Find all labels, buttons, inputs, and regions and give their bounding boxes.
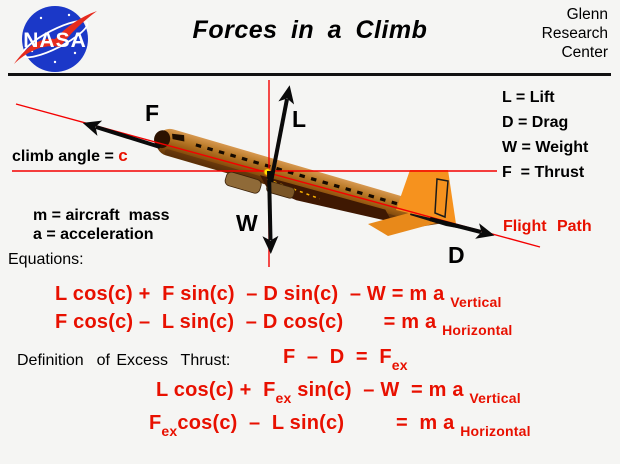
force-legend: L = Lift D = Drag W = Weight F = Thrust xyxy=(502,85,588,185)
thrust-vector-arrow xyxy=(82,120,161,149)
excess-equation-horizontal: Fexcos(c) – L sin(c) = m a Horizontal xyxy=(149,412,531,439)
subscript-ex: ex xyxy=(391,357,408,373)
tail-fin xyxy=(396,170,456,224)
header-divider xyxy=(8,73,611,76)
engine-pod xyxy=(266,181,296,199)
lift-label: L xyxy=(292,106,307,132)
window-row xyxy=(195,143,408,209)
org-line: Research xyxy=(541,25,608,42)
org-name: Glenn Research Center xyxy=(542,5,608,62)
subscript-horizontal: Horizontal xyxy=(442,322,513,338)
subscript-vertical: Vertical xyxy=(450,294,502,310)
legend-item-thrust: F = Thrust xyxy=(502,164,585,181)
cockpit-window xyxy=(172,133,185,142)
excess-thrust-definition-label: Definition of Excess Thrust: xyxy=(17,352,231,369)
variable-definitions: m = aircraft mass a = acceleration xyxy=(33,206,170,244)
excess-thrust-equation: F – D = Fex xyxy=(283,346,408,373)
excess-equation-vertical: L cos(c) + Fex sin(c) – W = m a Vertical xyxy=(156,379,521,406)
aircraft-nose xyxy=(154,130,171,149)
weight-vector-arrow xyxy=(262,170,279,254)
engine-pod xyxy=(224,171,262,194)
nasa-swoosh-icon xyxy=(14,11,97,64)
nasa-logo-text: NASA xyxy=(23,29,87,52)
org-line: Center xyxy=(561,44,608,61)
lift-vector-arrow xyxy=(269,85,295,183)
equation-horizontal: F cos(c) – L sin(c) – D cos(c) = m a Hor… xyxy=(55,311,513,338)
org-line: Glenn xyxy=(566,6,608,23)
equation-vertical: L cos(c) + F sin(c) – D sin(c) – W = m a… xyxy=(55,283,502,310)
drag-label: D xyxy=(448,242,465,268)
drag-vector-arrow xyxy=(429,217,495,239)
equations-heading: Equations: xyxy=(8,251,84,268)
mass-definition: m = aircraft mass xyxy=(33,207,170,224)
subscript-ex: ex xyxy=(161,423,178,439)
subscript-vertical: Vertical xyxy=(469,390,521,406)
climb-angle-annotation: climb angle = c xyxy=(12,146,128,166)
legend-item-weight: W = Weight xyxy=(502,139,589,156)
rudder xyxy=(434,178,449,219)
subscript-ex: ex xyxy=(275,390,292,406)
legend-item-lift: L = Lift xyxy=(502,89,555,106)
acceleration-definition: a = acceleration xyxy=(33,226,154,243)
subscript-horizontal: Horizontal xyxy=(460,423,531,439)
page-title: Forces in a Climb xyxy=(192,16,428,44)
weight-label: W xyxy=(236,210,258,236)
thrust-label: F xyxy=(145,100,160,126)
near-wing xyxy=(259,175,393,223)
climb-angle-value: c xyxy=(118,146,128,165)
legend-item-drag: D = Drag xyxy=(502,114,569,131)
flight-path-label: Flight Path xyxy=(503,218,592,235)
nasa-logo-icon: NASA xyxy=(14,6,97,72)
climb-angle-label: climb angle = xyxy=(12,148,119,165)
